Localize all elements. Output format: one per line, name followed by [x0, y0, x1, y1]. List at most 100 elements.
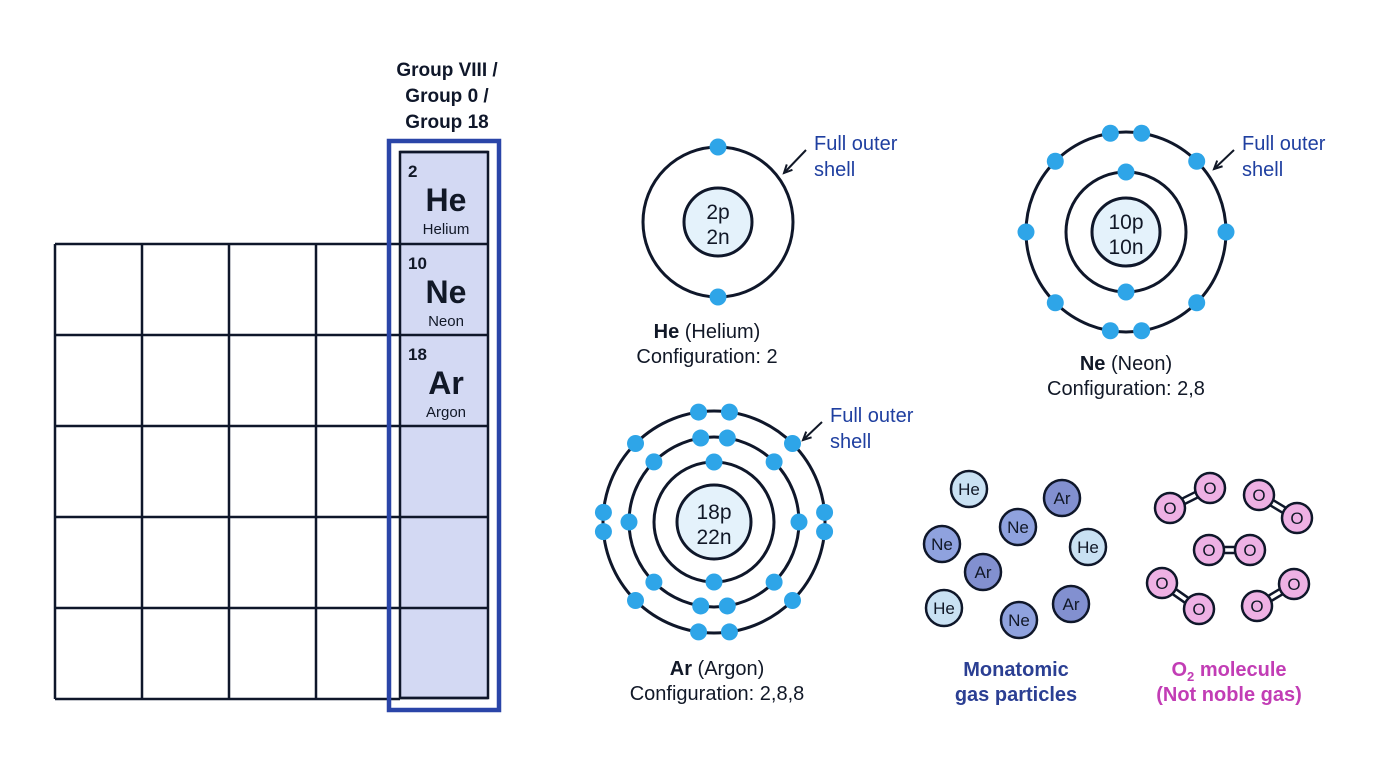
o2-molecule: OO: [1145, 566, 1216, 626]
electron: [594, 523, 612, 541]
electron: [720, 403, 738, 421]
nucleus: [675, 483, 753, 561]
particle-circle: [1051, 584, 1091, 624]
atom-name-label: Ne (Neon): [1080, 353, 1172, 375]
electron: [720, 623, 738, 641]
full-shell-label: Full outer: [814, 133, 898, 155]
arrow-head: [801, 431, 812, 442]
electron: [1046, 294, 1064, 312]
element-name: Helium: [423, 221, 470, 238]
electron: [690, 403, 708, 421]
electron: [816, 523, 834, 541]
monatomic-label: Monatomic: [963, 659, 1069, 681]
oxygen-atom: [1182, 592, 1216, 626]
oxygen-atom: [1153, 491, 1187, 525]
electron: [645, 573, 663, 591]
particle-circle: [963, 552, 1003, 592]
electron: [790, 513, 808, 531]
full-shell-label: shell: [1242, 159, 1283, 181]
element-number: 10: [408, 254, 427, 273]
particle-symbol: Ar: [1063, 595, 1080, 614]
full-shell-label: shell: [814, 159, 855, 181]
monatomic-label: gas particles: [955, 684, 1077, 706]
atom-name-label: He (Helium): [654, 321, 761, 343]
particle-circle: [924, 588, 964, 628]
nucleus-neutrons: 22n: [696, 526, 731, 549]
periodic-table-grid: [53, 242, 405, 701]
particle-symbol: He: [1077, 538, 1099, 557]
particle-circle: [1042, 478, 1082, 518]
element-name: Neon: [428, 313, 464, 330]
electron: [783, 435, 801, 453]
oxygen-symbol: O: [1252, 486, 1265, 505]
particle-ar: Ar: [1051, 584, 1091, 624]
electron: [645, 453, 663, 471]
group-title: Group VIII / Group 0 / Group 18: [380, 58, 514, 136]
particle-symbol: Ar: [975, 563, 992, 582]
o2-molecule: OO: [1153, 471, 1227, 525]
electron: [690, 623, 708, 641]
oxygen-symbol: O: [1290, 509, 1303, 528]
oxygen-atom: [1280, 501, 1314, 535]
atom-configuration: Configuration: 2,8: [1047, 378, 1205, 400]
full-shell-label: Full outer: [1242, 133, 1326, 155]
electron: [627, 591, 645, 609]
particle-circle: [922, 524, 962, 564]
oxygen-symbol: O: [1163, 499, 1176, 518]
electron: [1188, 294, 1206, 312]
nucleus-protons: 18p: [696, 501, 731, 524]
electron: [705, 453, 723, 471]
particle-symbol: Ar: [1054, 489, 1071, 508]
o2-label: O2 molecule: [1171, 659, 1286, 684]
oxygen-symbol: O: [1155, 574, 1168, 593]
electron: [783, 591, 801, 609]
particle-ne: Ne: [922, 524, 962, 564]
electron: [1117, 283, 1135, 301]
electron: [692, 597, 710, 615]
element-number: 2: [408, 162, 417, 181]
electron: [627, 435, 645, 453]
particle-he: He: [949, 469, 989, 509]
oxygen-symbol: O: [1203, 479, 1216, 498]
particle-symbol: He: [958, 480, 980, 499]
oxygen-atom: [1192, 533, 1226, 567]
oxygen-atom: [1193, 471, 1227, 505]
nucleus-neutrons: 2n: [706, 226, 729, 249]
annotation-arrow: [802, 421, 823, 441]
electron: [620, 513, 638, 531]
electron: [709, 138, 727, 156]
element-symbol: Ar: [428, 365, 464, 401]
atom-configuration: Configuration: 2,8,8: [630, 683, 805, 705]
nucleus: [1090, 196, 1162, 268]
element-number: 18: [408, 345, 427, 364]
electron: [1133, 322, 1151, 340]
particle-he: He: [924, 588, 964, 628]
electron-shell: [601, 409, 827, 635]
particle-symbol: Ne: [931, 535, 953, 554]
element-symbol: He: [426, 182, 467, 218]
group-title-line-3: Group 18: [405, 112, 489, 133]
particle-ar: Ar: [963, 552, 1003, 592]
oxygen-symbol: O: [1250, 597, 1263, 616]
oxygen-symbol: O: [1202, 541, 1215, 560]
electron: [705, 573, 723, 591]
particle-ne: Ne: [998, 507, 1038, 547]
oxygen-symbol: O: [1192, 600, 1205, 619]
oxygen-atom: [1145, 566, 1179, 600]
particle-symbol: Ne: [1008, 611, 1030, 630]
electron: [718, 597, 736, 615]
oxygen-atom: [1240, 589, 1274, 623]
electron: [1133, 124, 1151, 142]
o2-molecule: OO: [1240, 567, 1311, 623]
nucleus: [682, 186, 754, 258]
electron: [765, 573, 783, 591]
element-name: Argon: [426, 404, 466, 421]
